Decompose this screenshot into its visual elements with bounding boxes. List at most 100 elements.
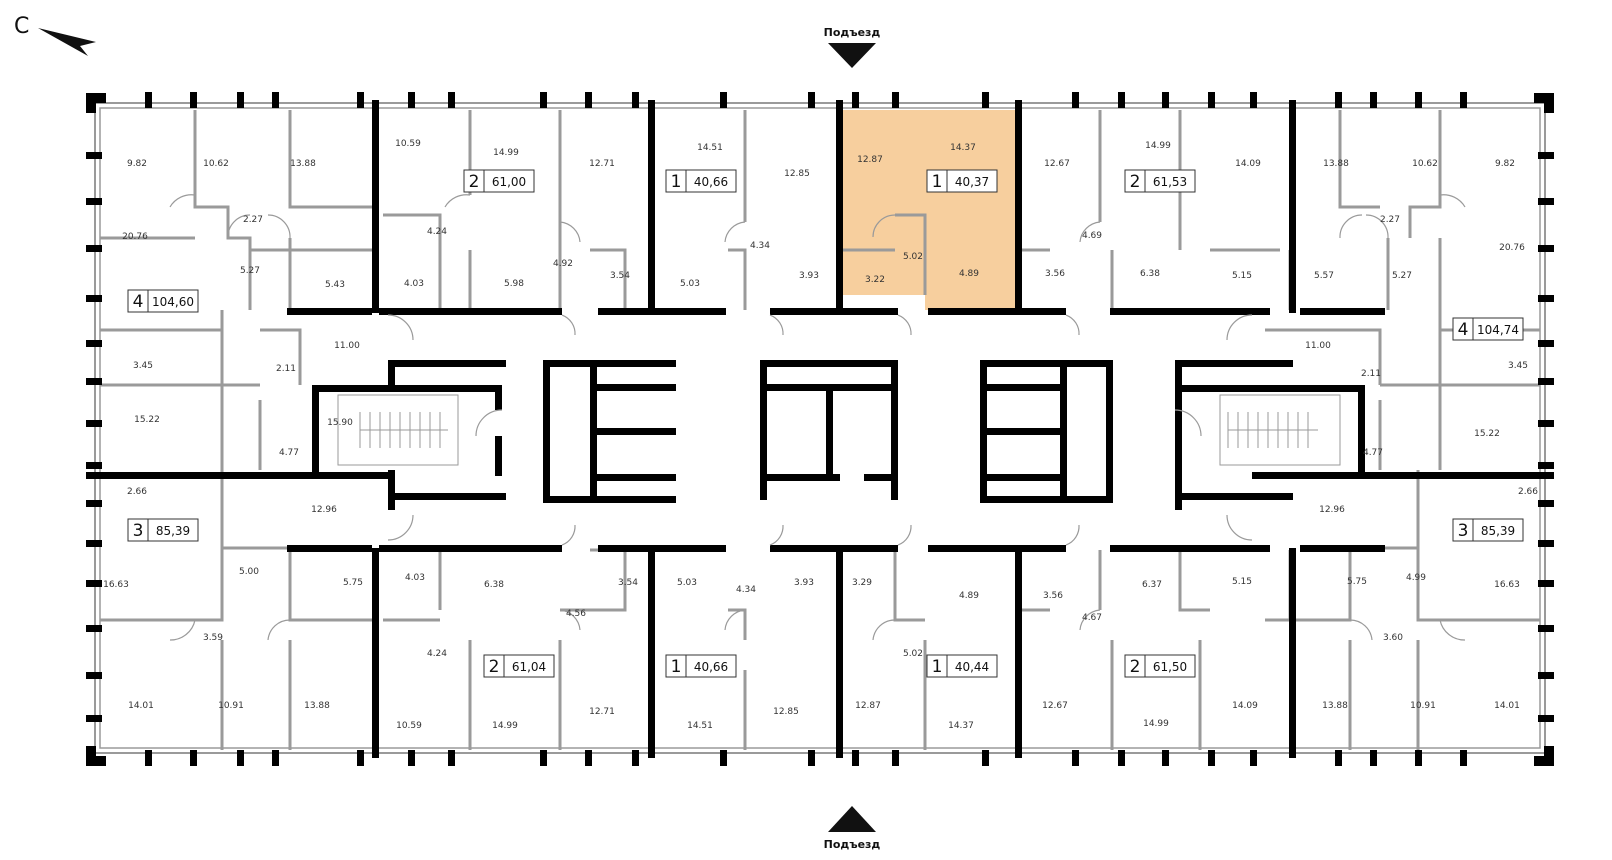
window-pier bbox=[1460, 92, 1467, 108]
window-pier bbox=[237, 750, 244, 766]
room-area: 4.56 bbox=[566, 609, 586, 619]
room-area: 13.88 bbox=[1322, 701, 1348, 711]
room-area: 4.67 bbox=[1082, 613, 1102, 623]
room-area: 14.51 bbox=[697, 143, 723, 153]
north-arrow-icon bbox=[38, 28, 96, 56]
room-area: 5.75 bbox=[1347, 577, 1367, 587]
room-area: 2.11 bbox=[276, 364, 296, 374]
entrance-bottom: Подъезд bbox=[824, 806, 880, 851]
window-pier bbox=[86, 715, 102, 722]
apartment-rooms: 2 bbox=[1130, 657, 1141, 677]
badge-area-box bbox=[685, 654, 737, 678]
window-pier bbox=[1538, 378, 1554, 385]
window-pier bbox=[145, 750, 152, 766]
window-pier bbox=[1072, 750, 1079, 766]
window-pier bbox=[720, 92, 727, 108]
badge-area-box bbox=[147, 518, 199, 542]
room-area: 14.01 bbox=[128, 701, 154, 711]
apartment-area: 61,04 bbox=[512, 660, 546, 674]
badge-area-box bbox=[1472, 518, 1524, 542]
window-pier bbox=[1250, 750, 1257, 766]
room-area: 6.38 bbox=[484, 580, 504, 590]
window-pier bbox=[540, 750, 547, 766]
window-pier bbox=[86, 625, 102, 632]
room-area: 5.27 bbox=[1392, 271, 1412, 281]
window-pier bbox=[272, 92, 279, 108]
window-pier bbox=[86, 295, 102, 302]
window-pier bbox=[1162, 92, 1169, 108]
window-pier bbox=[1118, 750, 1125, 766]
window-pier bbox=[86, 340, 102, 347]
window-pier bbox=[852, 92, 859, 108]
window-pier bbox=[272, 750, 279, 766]
apartment-area: 85,39 bbox=[1481, 524, 1515, 538]
room-area: 2.27 bbox=[243, 215, 263, 225]
window-pier bbox=[86, 198, 102, 205]
window-pier bbox=[585, 92, 592, 108]
window-pier bbox=[190, 750, 197, 766]
room-area: 3.93 bbox=[794, 578, 814, 588]
apartment-rooms: 3 bbox=[133, 521, 144, 541]
window-pier bbox=[1538, 420, 1554, 427]
window-pier bbox=[1538, 715, 1554, 722]
room-area: 4.99 bbox=[1406, 573, 1426, 583]
room-area: 5.98 bbox=[504, 279, 524, 289]
window-pier bbox=[408, 92, 415, 108]
window-pier bbox=[1370, 92, 1377, 108]
apartment-rooms: 1 bbox=[932, 657, 943, 677]
room-area: 12.71 bbox=[589, 707, 615, 717]
room-area: 5.02 bbox=[903, 252, 923, 262]
window-pier bbox=[1335, 92, 1342, 108]
room-area: 10.59 bbox=[396, 721, 422, 731]
room-area: 3.29 bbox=[852, 578, 872, 588]
north-label: С bbox=[14, 14, 29, 39]
room-area: 6.37 bbox=[1142, 580, 1162, 590]
room-area: 3.45 bbox=[133, 361, 153, 371]
stairs-right bbox=[1219, 394, 1341, 466]
window-pier bbox=[632, 92, 639, 108]
apartment-rooms: 4 bbox=[1458, 320, 1469, 340]
window-pier bbox=[86, 378, 102, 385]
room-area: 5.02 bbox=[903, 649, 923, 659]
apartment-area: 61,00 bbox=[492, 175, 526, 189]
room-area: 12.96 bbox=[1319, 505, 1345, 515]
room-area: 14.99 bbox=[1143, 719, 1169, 729]
entrance-top-label: Подъезд bbox=[824, 26, 881, 39]
room-area: 20.76 bbox=[1499, 243, 1525, 253]
highlighted-apartment[interactable] bbox=[840, 110, 1018, 310]
window-pier bbox=[1538, 295, 1554, 302]
stairs-left bbox=[337, 394, 459, 466]
room-area: 5.15 bbox=[1232, 577, 1252, 587]
window-pier bbox=[1118, 92, 1125, 108]
window-pier bbox=[720, 750, 727, 766]
badge-area-box bbox=[1144, 654, 1196, 678]
room-area: 12.96 bbox=[311, 505, 337, 515]
room-area: 5.57 bbox=[1314, 271, 1334, 281]
room-area: 5.03 bbox=[677, 578, 697, 588]
window-pier bbox=[1538, 672, 1554, 679]
window-pier bbox=[1538, 340, 1554, 347]
room-area: 15.22 bbox=[1474, 429, 1500, 439]
room-area: 2.11 bbox=[1361, 369, 1381, 379]
room-area: 5.03 bbox=[680, 279, 700, 289]
badge-area-box bbox=[483, 169, 535, 193]
window-pier bbox=[1538, 580, 1554, 587]
room-area: 3.59 bbox=[203, 633, 223, 643]
window-pier bbox=[1162, 750, 1169, 766]
room-area: 14.09 bbox=[1235, 159, 1261, 169]
window-pier bbox=[86, 540, 102, 547]
window-pier bbox=[1335, 750, 1342, 766]
